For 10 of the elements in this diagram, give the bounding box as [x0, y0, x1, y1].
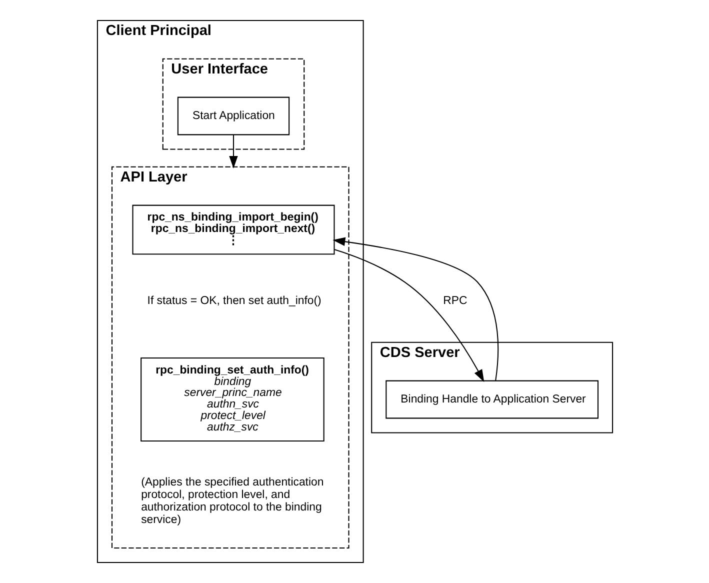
node-box: Start Application: [176, 96, 290, 136]
label: If status = OK, then set auth_info(): [146, 294, 321, 307]
label: (Applies the specified authentication protocol, protection level, and authorization protocol to the binding service): [140, 476, 324, 526]
arrow: [228, 134, 238, 168]
arrow: [334, 249, 484, 382]
node-box: rpc_ns_binding_import_begin() rpc_ns_binding_import_next() ⋮: [132, 204, 334, 255]
edge-label: RPC: [442, 294, 467, 307]
node-box: rpc_binding_set_auth_info() binding server_princ_name authn_svc protect_level authz_svc: [140, 357, 324, 442]
node-box: Binding Handle to Application Server: [385, 380, 598, 419]
arrow: [332, 237, 498, 381]
